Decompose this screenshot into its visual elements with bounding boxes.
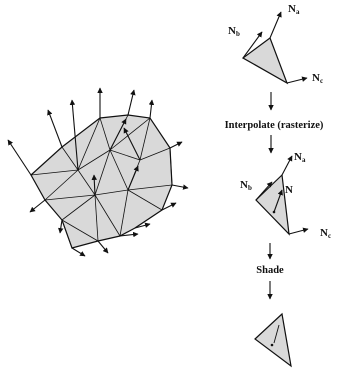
mesh-edges bbox=[30, 114, 173, 249]
normal-b-arrow bbox=[242, 31, 263, 59]
label-normal-a: Na bbox=[288, 3, 300, 16]
label-normal-c: Nc bbox=[312, 72, 323, 85]
normal-a-arrow bbox=[269, 11, 282, 39]
label-normal-a-2: Na bbox=[294, 151, 306, 164]
shaded-triangle bbox=[254, 312, 292, 368]
normal-c-arrow bbox=[286, 76, 308, 84]
normal-b-arrow-2 bbox=[255, 181, 273, 201]
shaded-sample-point bbox=[270, 343, 274, 347]
label-normal-b-2: Nb bbox=[240, 179, 252, 192]
label-normal-b: Nb bbox=[228, 25, 240, 38]
normal-a-arrow-2 bbox=[281, 155, 293, 176]
normal-c-arrow-2 bbox=[288, 227, 309, 235]
label-normal-c-2: Nc bbox=[320, 227, 331, 240]
label-interpolated-normal: N bbox=[285, 184, 293, 196]
sample-point bbox=[272, 210, 276, 214]
shaded-highlight-stroke bbox=[273, 324, 280, 344]
step-interpolate: Interpolate (rasterize) bbox=[225, 120, 324, 131]
step-shade: Shade bbox=[256, 265, 284, 276]
shaded-triangle-face bbox=[254, 312, 292, 368]
vertex-normals bbox=[7, 87, 189, 257]
mesh-surface bbox=[30, 114, 173, 249]
triangle-mesh bbox=[7, 87, 189, 257]
interpolated-normal-arrow bbox=[273, 189, 283, 213]
input-triangle-face bbox=[241, 37, 289, 85]
rasterized-triangle: Na Nb Nc N bbox=[240, 151, 331, 240]
input-triangle: Na Nb Nc bbox=[228, 3, 323, 85]
